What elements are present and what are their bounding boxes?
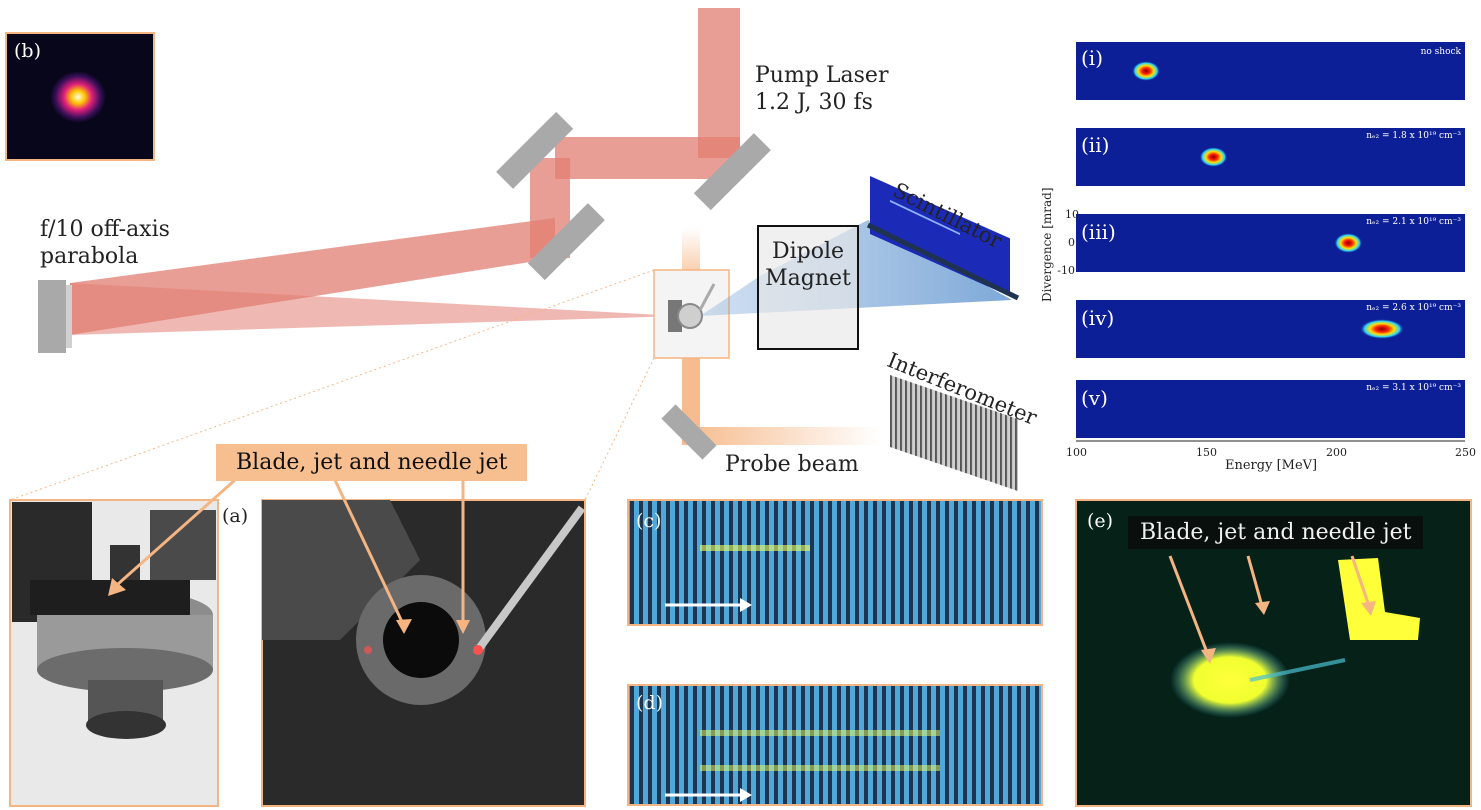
interferogram-c xyxy=(627,499,1043,626)
spectrum-peak xyxy=(1199,147,1228,167)
x-tick-250: 250 xyxy=(1455,446,1476,459)
focal-spot-image xyxy=(5,32,155,161)
spectrum-peaks xyxy=(1132,61,1405,339)
spectrum-annotation-iv: nₑ₂ = 2.6 x 10¹⁹ cm⁻³ xyxy=(1366,303,1461,313)
spectrum-annotation-iii: nₑ₂ = 2.1 x 10¹⁹ cm⁻³ xyxy=(1366,217,1461,227)
panel-tag-a: (a) xyxy=(222,505,249,527)
interferometer-screen xyxy=(890,375,1018,492)
probe-beam-label: Probe beam xyxy=(725,452,859,477)
parabola-mirror xyxy=(38,280,72,353)
callout-blade-jet-needle: Blade, jet and needle jet xyxy=(216,444,528,481)
nozzle-photo xyxy=(261,499,586,807)
spectrum-v xyxy=(1076,380,1465,438)
spectrum-annotation-i: no shock xyxy=(1420,47,1461,57)
y-tick-minus-10: -10 xyxy=(1057,264,1075,277)
spectrum-peak xyxy=(1360,319,1405,339)
panel-tag-d: (d) xyxy=(636,692,663,714)
callout-arrows xyxy=(117,478,1371,656)
spectra-panel xyxy=(1076,42,1465,442)
spectrum-peak xyxy=(1132,61,1161,81)
zoom-lines xyxy=(9,269,655,501)
scintillator-edge xyxy=(866,222,1020,301)
spectrum-tag-ii: (ii) xyxy=(1081,133,1110,157)
dipole-magnet-label: Dipole Magnet xyxy=(765,239,851,291)
interferogram-d xyxy=(627,684,1043,806)
spectrum-annotation-v: nₑ₂ = 3.1 x 10¹⁹ cm⁻³ xyxy=(1366,383,1461,393)
spectrum-tag-i: (i) xyxy=(1081,46,1104,70)
panel-tag-e: (e) xyxy=(1087,510,1114,532)
panel-tag-c: (c) xyxy=(636,510,662,532)
callout-blade-jet-needle-e: Blade, jet and needle jet xyxy=(1128,516,1424,549)
mirror-top-right xyxy=(693,133,771,211)
spectrum-iii xyxy=(1076,214,1465,272)
spectrum-tag-iv: (iv) xyxy=(1081,306,1115,330)
pump-beam xyxy=(70,8,740,335)
callout-arrowheads xyxy=(108,578,1376,664)
spectrum-peak xyxy=(1334,233,1363,253)
x-axis-label: Energy [MeV] xyxy=(1225,458,1318,473)
x-tick-100: 100 xyxy=(1066,446,1087,459)
spectrum-ii xyxy=(1076,128,1465,186)
y-axis-label: Divergence [mrad] xyxy=(1040,187,1054,302)
target-holder-photo xyxy=(9,499,219,807)
scintillator-screen xyxy=(870,176,1010,297)
spectrum-annotation-ii: nₑ₂ = 1.8 x 10¹⁹ cm⁻³ xyxy=(1366,131,1461,141)
y-tick-10: 10 xyxy=(1065,208,1079,221)
pump-laser-label: Pump Laser 1.2 J, 30 fs xyxy=(755,63,889,115)
panel-tag-b: (b) xyxy=(14,40,41,62)
x-tick-200: 200 xyxy=(1326,446,1347,459)
x-tick-150: 150 xyxy=(1196,446,1217,459)
spectrum-tag-iii: (iii) xyxy=(1081,220,1116,244)
spectrum-tag-v: (v) xyxy=(1081,386,1108,410)
y-tick-0: 0 xyxy=(1068,236,1075,249)
probe-beam xyxy=(661,228,880,460)
mirror-top-left xyxy=(496,111,574,189)
parabola-label: f/10 off-axis parabola xyxy=(40,217,170,269)
fluorescence-photo xyxy=(1075,499,1472,807)
dipole-magnet xyxy=(757,225,859,350)
mirror-mid-left xyxy=(527,203,605,281)
